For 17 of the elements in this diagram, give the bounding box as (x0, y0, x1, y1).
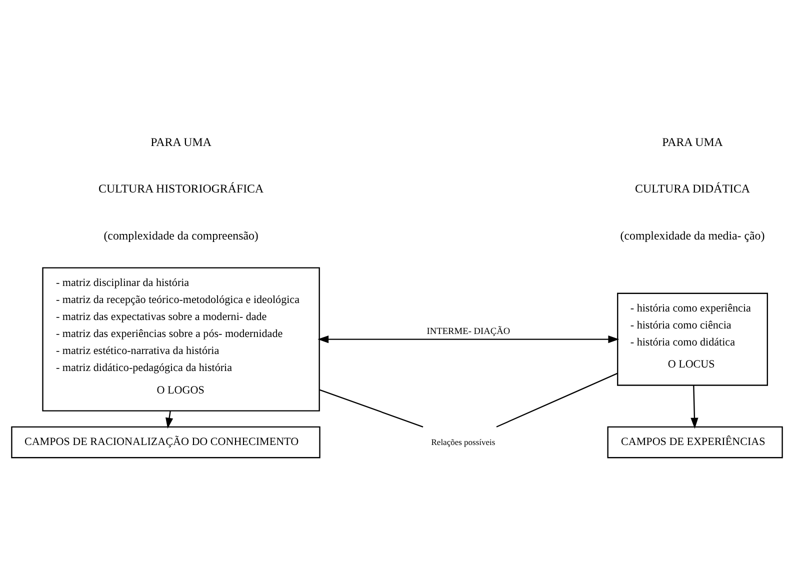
arrow (690, 384, 698, 428)
label: PARA UMA (150, 134, 212, 148)
arrow (166, 410, 174, 428)
node-box: CAMPOS DE RACIONALIZAÇÃO DO CONHECIMENTO (11, 426, 320, 458)
node-text: Relações possíveis (431, 436, 496, 446)
label: (complexidade da compreensão) (104, 228, 258, 242)
label: PARA UMA (662, 134, 723, 148)
label: CULTURA HISTORIOGRÁFICA (98, 181, 264, 196)
label: (complexidade da media- ção) (620, 228, 765, 242)
edge-label: INTERME- DIAÇÃO (426, 326, 510, 337)
connector (496, 372, 618, 427)
arrow (318, 334, 620, 343)
node-box: - matriz disciplinar da história - matriz da recepção teórico-metodológica e ideológica - matriz das expectativas sobre a moderni- dade - matriz das experiências sobre a pós- modernidade - matriz estético-narrativa da história - matriz didático-pedagógica da história O LOGOS (42, 266, 320, 411)
node-box: - história como experiência - história como ciência - história como didática O LOCUS (617, 292, 768, 386)
node-box: CAMPOS DE EXPERIÊNCIAS (607, 426, 783, 458)
connector (319, 388, 424, 427)
label: CULTURA DIDÁTICA (635, 181, 750, 196)
